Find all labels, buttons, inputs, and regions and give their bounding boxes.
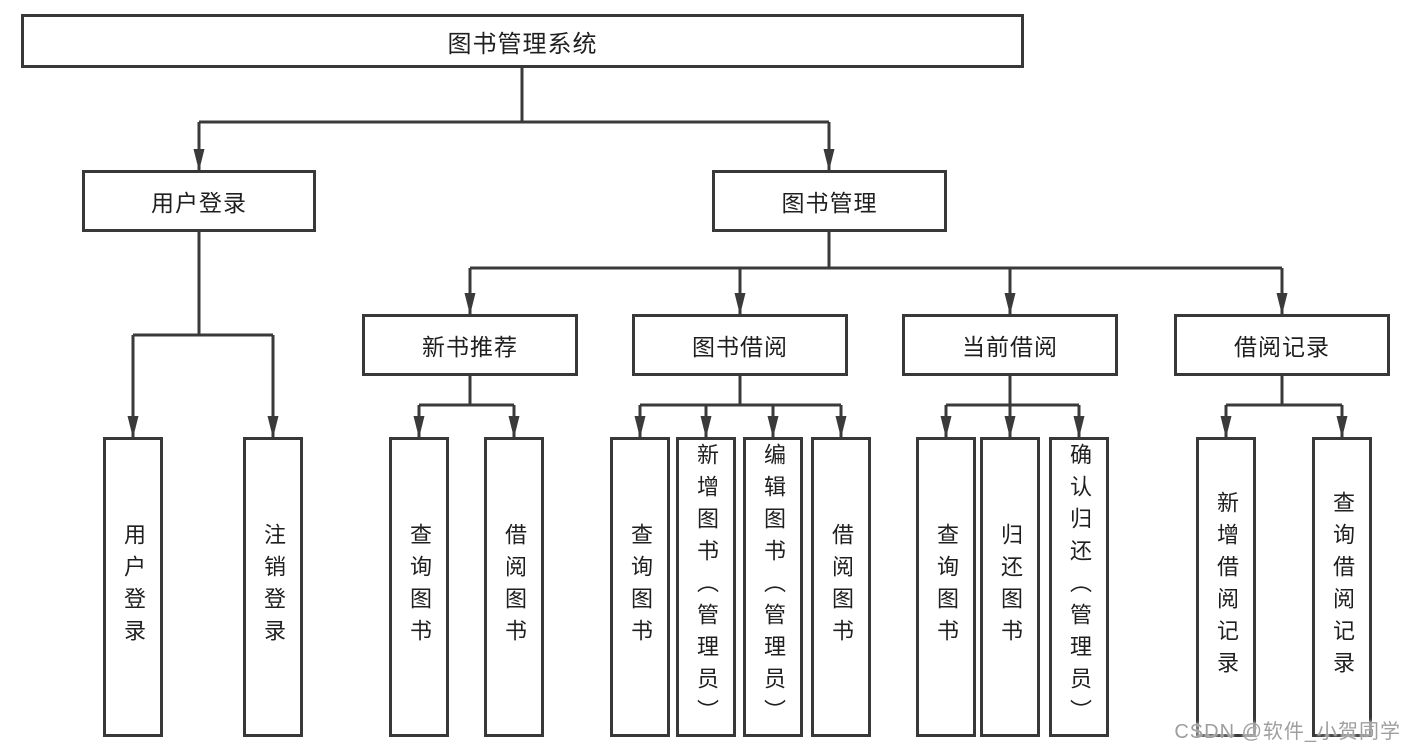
connector-user-bar xyxy=(133,232,273,337)
connector-sec2-bar xyxy=(640,376,841,407)
leaf-logout: 注销登录 xyxy=(243,437,303,737)
connector-sec1-bar xyxy=(419,376,514,407)
connector-root-bar xyxy=(199,68,829,124)
node-new-book-recommend: 新书推荐 xyxy=(362,314,578,376)
connector-mgmt-bar xyxy=(470,232,1282,270)
leaf-query-books-recommend: 查询图书 xyxy=(389,437,449,737)
node-borrow-records: 借阅记录 xyxy=(1174,314,1390,376)
leaf-query-borrow-record: 查询借阅记录 xyxy=(1312,437,1372,737)
node-book-borrow: 图书借阅 xyxy=(632,314,848,376)
leaf-borrow-books: 借阅图书 xyxy=(811,437,871,737)
leaf-query-books-borrow: 查询图书 xyxy=(610,437,670,737)
connector-sec3-bar xyxy=(946,376,1079,407)
leaf-confirm-return-admin: 确认归还（管理员） xyxy=(1049,437,1109,737)
leaf-borrow-books-recommend: 借阅图书 xyxy=(484,437,544,737)
csdn-watermark: CSDN @软件_小贺同学 xyxy=(1174,721,1401,743)
node-current-borrow: 当前借阅 xyxy=(902,314,1118,376)
leaf-edit-books-admin: 编辑图书（管理员） xyxy=(743,437,803,737)
leaf-user-login: 用户登录 xyxy=(103,437,163,737)
node-book-management-system: 图书管理系统 xyxy=(21,14,1024,68)
connector-sec4-bar xyxy=(1226,376,1342,407)
node-user-login-group: 用户登录 xyxy=(82,170,316,232)
leaf-add-borrow-record: 新增借阅记录 xyxy=(1196,437,1256,737)
leaf-add-books-admin: 新增图书（管理员） xyxy=(676,437,736,737)
node-book-management: 图书管理 xyxy=(712,170,947,232)
leaf-query-books-current: 查询图书 xyxy=(916,437,976,737)
leaf-return-books: 归还图书 xyxy=(980,437,1040,737)
